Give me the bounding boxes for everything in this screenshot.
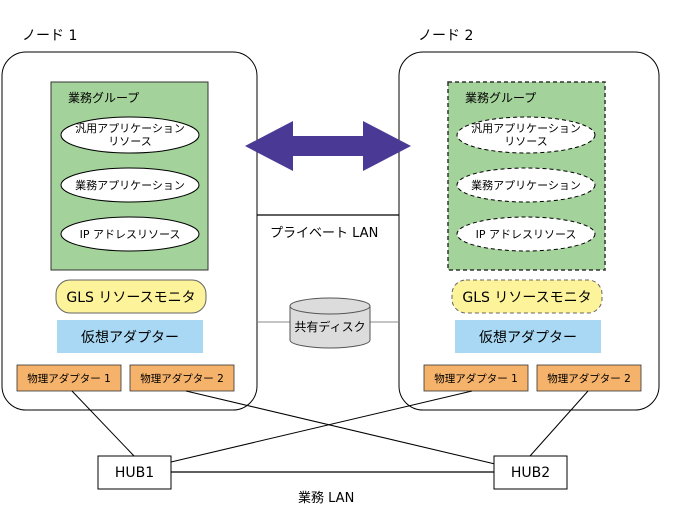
node2-gls-shape [451,279,603,314]
node2-phys-adapter-1: 物理アダプター 1 [434,372,518,385]
node2-res-generic-app: 汎用アプリケーション リソース [457,117,595,153]
node1-res-generic-app-line2: リソース [108,135,152,148]
hub2-label: HUB2 [510,464,551,481]
node2-group-title: 業務グループ [465,91,537,105]
private-lan-label: プライベート LAN [270,226,379,241]
node2-virtual-adapter: 仮想アダプター [479,329,577,346]
cable-n1p2-hub2 [185,390,496,465]
node1-title: ノード 1 [22,28,78,44]
node2-res-generic-app-line1: 汎用アプリケーション [471,122,581,135]
node1-res3-shape [60,216,200,252]
node1-res2-shape [60,167,200,203]
cable-n2p1-hub1 [170,390,473,463]
cable-n2p2-hub2 [529,390,589,457]
node1-res-generic-app-line1: 汎用アプリケーション [75,122,185,135]
node2-res2-shape [456,167,596,203]
shared-disk-shape [289,297,371,349]
node2-phys-adapter-2: 物理アダプター 2 [547,372,631,385]
hub2-shape [493,455,568,490]
double-arrow [245,121,411,171]
node1-group-title: 業務グループ [68,91,140,105]
node1-res-ip: IP アドレスリソース [79,227,181,241]
node2-res3-shape [456,216,596,252]
node2-res-ip: IP アドレスリソース [475,227,577,241]
node1-gls-shape [55,279,207,314]
node1-virtual-shape [57,320,203,353]
hub1-label: HUB1 [114,464,155,481]
node2-virtual-shape [455,320,601,353]
node2-phys2-shape [536,364,642,392]
node2-res1-shape [456,116,596,154]
node1-phys2-shape [129,364,235,392]
node1-phys1-shape [16,364,122,392]
hub1-shape [97,455,172,490]
node1-res-business-app: 業務アプリケーション [75,178,185,192]
node1-phys-adapter-2: 物理アダプター 2 [140,372,224,385]
node2-gls-monitor: GLS リソースモニタ [462,289,592,306]
cable-n1p1-hub1 [71,390,136,458]
node1-res-generic-app: 汎用アプリケーション リソース [61,117,199,153]
node1-gls-monitor: GLS リソースモニタ [66,289,196,306]
shared-disk-label: 共有ディスク [294,320,366,334]
node2-res-generic-app-line2: リソース [504,135,548,148]
node1-phys-adapter-1: 物理アダプター 1 [27,372,111,385]
node2-res-business-app: 業務アプリケーション [471,178,581,192]
node1-res1-shape [60,116,200,154]
node2-phys1-shape [423,364,529,392]
business-lan-label: 業務 LAN [298,491,355,506]
node1-virtual-adapter: 仮想アダプター [81,329,179,346]
node2-title: ノード 2 [418,28,474,44]
